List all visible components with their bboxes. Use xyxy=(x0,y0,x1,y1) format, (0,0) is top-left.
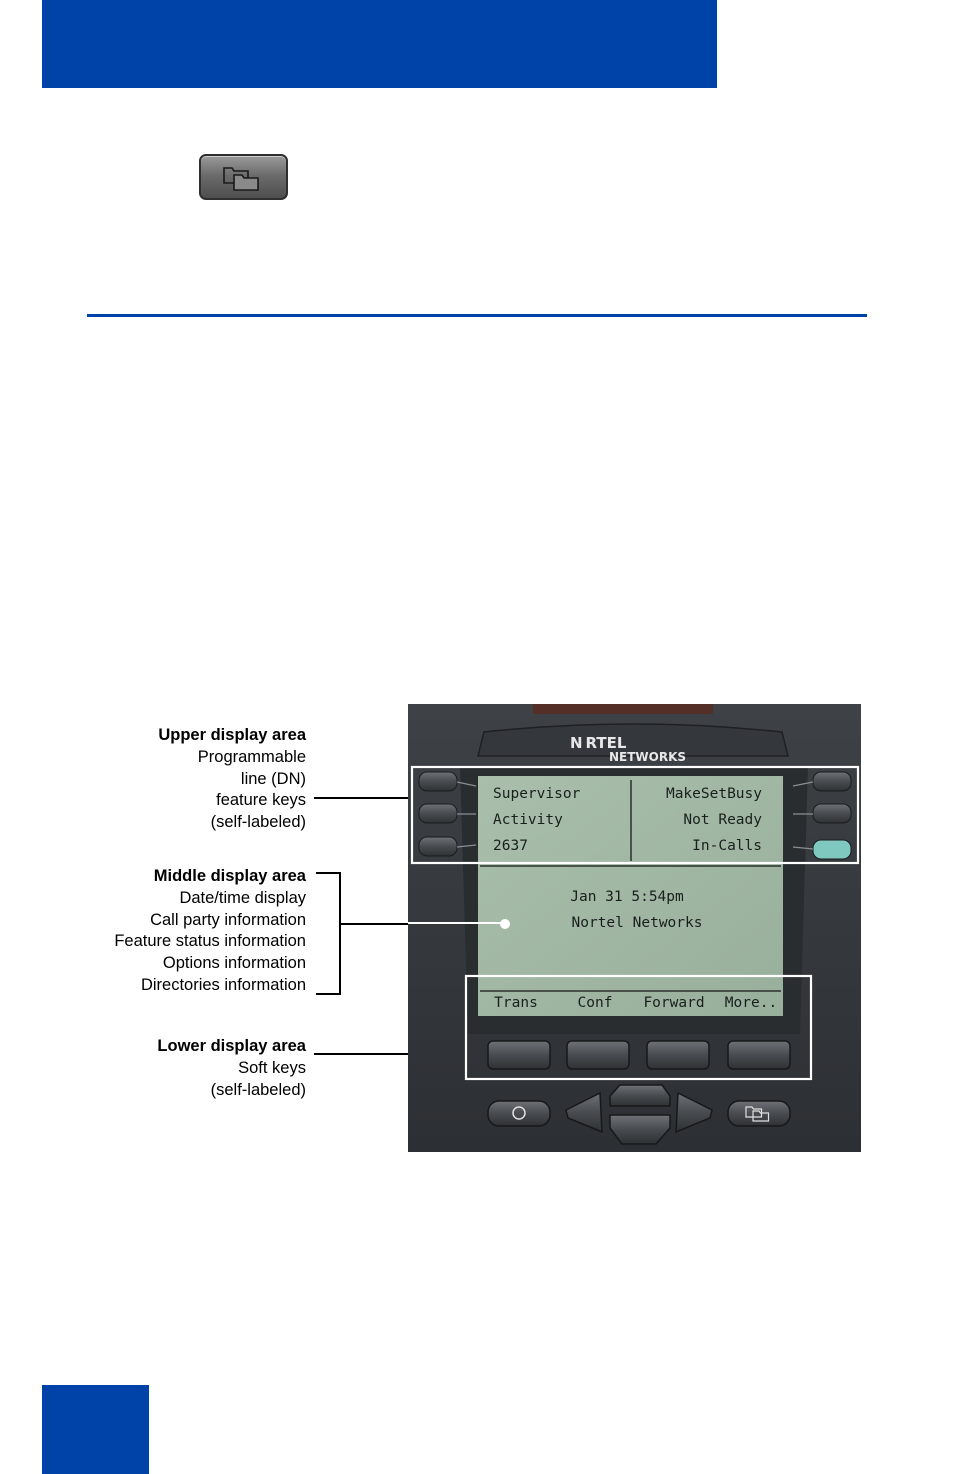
line-keys-left[interactable] xyxy=(418,771,477,857)
upper-area-box xyxy=(410,765,860,865)
upper-leader-line xyxy=(314,797,410,799)
quit-icon xyxy=(512,1106,526,1120)
brand-nortel: N RTEL xyxy=(570,734,627,752)
datetime-display: Jan 31 5:54pm xyxy=(570,889,684,905)
nav-right-key xyxy=(675,1091,713,1134)
call-party-info: Nortel Networks xyxy=(572,915,703,931)
middle-display-title: Middle display area xyxy=(153,867,306,885)
middle-display-line: Date/time display xyxy=(179,888,306,907)
lower-area-box xyxy=(464,974,813,1081)
upper-display-labels: Upper display area Programmable line (DN… xyxy=(158,725,306,834)
upper-display-line: (self-labeled) xyxy=(210,813,306,832)
line-label: 2637 xyxy=(493,838,528,854)
middle-display-line: Feature status information xyxy=(114,932,306,951)
soft-keys[interactable] xyxy=(487,1040,791,1070)
upper-display-line: feature keys xyxy=(216,791,306,810)
page-tab xyxy=(42,1385,149,1474)
softkey-label: Forward xyxy=(643,995,704,1011)
upper-display-line: line (DN) xyxy=(240,769,306,788)
middle-display-labels: Middle display area Date/time display Ca… xyxy=(114,866,306,997)
lower-display-title: Lower display area xyxy=(157,1037,306,1055)
copy-icon xyxy=(223,167,259,191)
nav-down-key xyxy=(609,1114,671,1145)
softkey-label: Conf xyxy=(578,995,613,1011)
middle-display-line: Call party information xyxy=(150,910,306,929)
line-label: MakeSetBusy xyxy=(666,786,762,802)
line-label: Not Ready xyxy=(683,812,762,828)
lower-display-labels: Lower display area Soft keys (self-label… xyxy=(157,1036,306,1101)
line-label: Supervisor xyxy=(493,786,581,802)
line-keys-right[interactable] xyxy=(792,771,852,860)
phone-display-photo: N RTEL NETWORKS Supervisor Activity 2637… xyxy=(408,704,861,1152)
middle-display-line: Directories information xyxy=(140,975,306,994)
lower-display-line: (self-labeled) xyxy=(210,1080,306,1099)
copy-key-button[interactable] xyxy=(199,154,288,200)
lower-leader-line xyxy=(314,1053,466,1055)
line-label: In-Calls xyxy=(692,838,762,854)
nav-left-key xyxy=(565,1091,603,1134)
nav-up-key xyxy=(609,1084,671,1107)
section-rule xyxy=(87,314,867,317)
upper-display-line: Programmable xyxy=(197,747,306,766)
nav-cluster[interactable] xyxy=(487,1084,791,1145)
header-bar xyxy=(42,0,717,88)
brand-networks: NETWORKS xyxy=(609,750,686,764)
softkey-label: Trans xyxy=(494,995,538,1011)
softkey-label: More.. xyxy=(725,995,777,1011)
line-label: Activity xyxy=(493,812,563,828)
lower-display-line: Soft keys xyxy=(238,1058,306,1077)
copy-icon xyxy=(745,1106,770,1122)
middle-display-line: Options information xyxy=(162,954,306,973)
upper-display-title: Upper display area xyxy=(158,726,306,744)
middle-bracket xyxy=(316,872,341,995)
